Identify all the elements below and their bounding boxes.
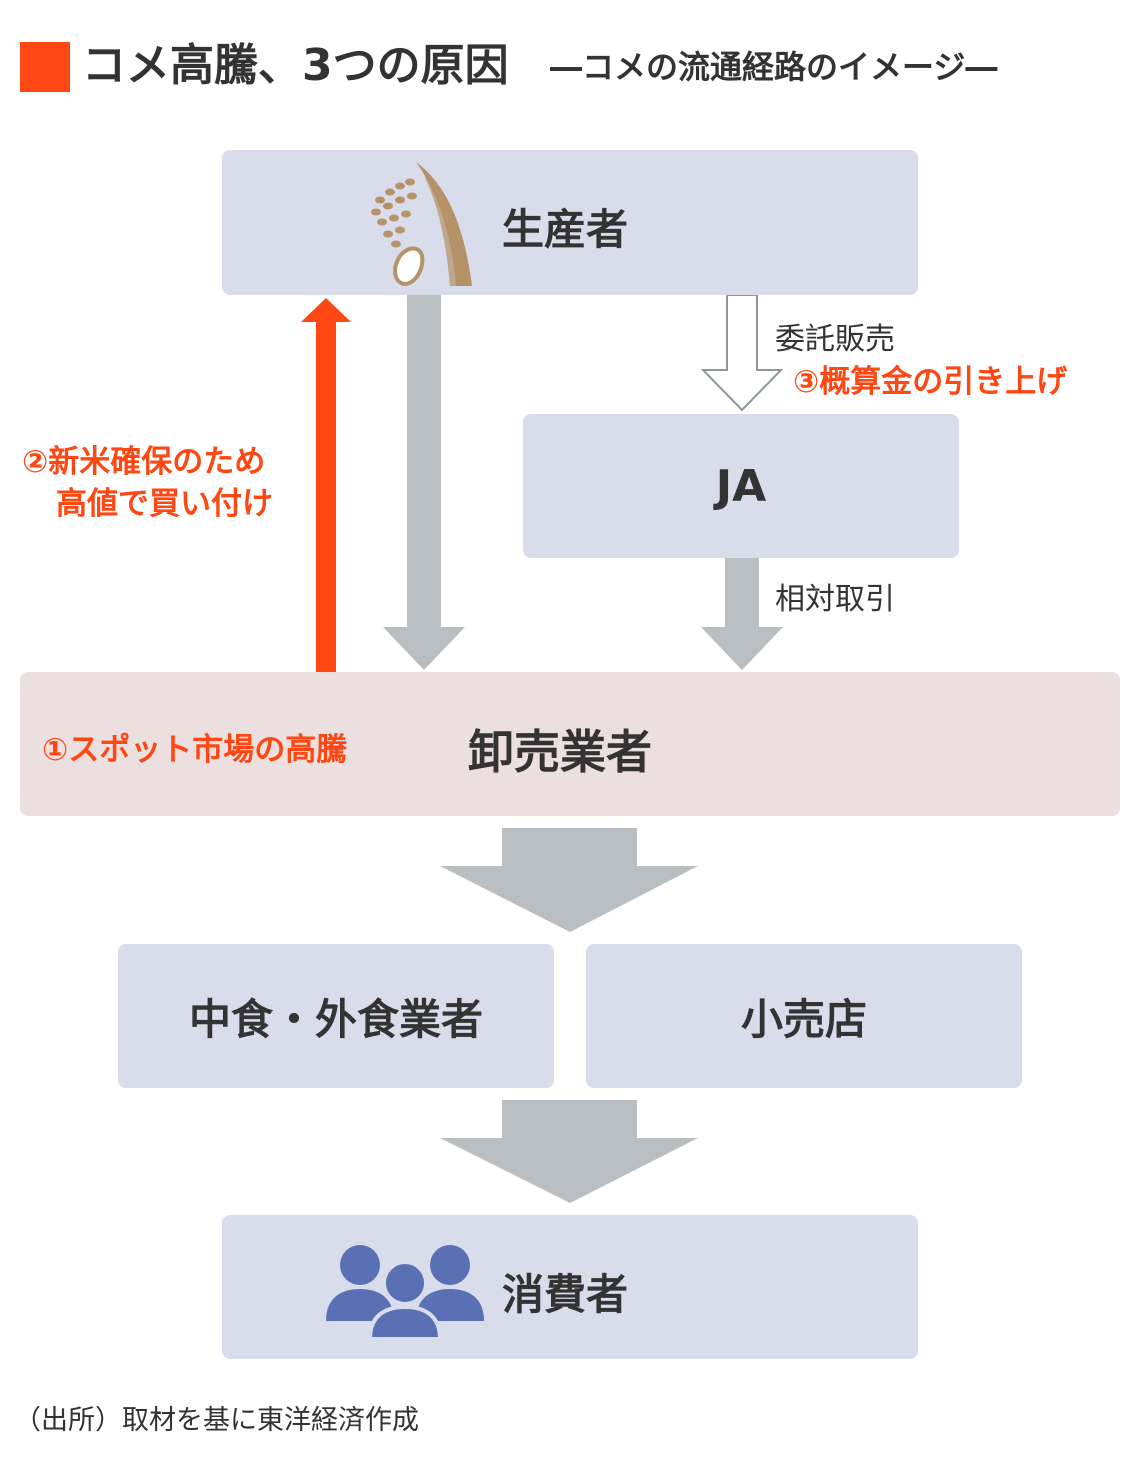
arrow-buyers-to-consumer <box>440 1100 698 1203</box>
title-accent-square <box>20 42 70 92</box>
cause-1-label: ①スポット市場の高騰 <box>42 732 348 768</box>
cause-3-label: ③概算金の引き上げ <box>793 364 1068 400</box>
ja-label: JA <box>715 460 767 512</box>
source-note: （出所）取材を基に東洋経済作成 <box>14 1405 419 1436</box>
arrow-ja-to-wholesaler <box>701 558 783 670</box>
retail-label: 小売店 <box>740 994 867 1044</box>
negotiated-trade-label: 相対取引 <box>775 582 895 617</box>
arrow-producer-to-wholesaler <box>383 295 465 670</box>
producer-label: 生産者 <box>502 205 629 254</box>
consumer-box: 消費者 <box>222 1215 918 1359</box>
arrow-producer-to-ja <box>700 294 784 412</box>
page-subtitle: ―コメの流通経路のイメージ― <box>550 48 998 86</box>
page-title: コメ高騰、3つの原因 <box>82 40 509 91</box>
consignment-label: 委託販売 <box>775 322 895 357</box>
wholesaler-box: ①スポット市場の高騰 卸売業者 <box>20 672 1120 816</box>
foodservice-label: 中食・外食業者 <box>188 994 483 1044</box>
arrow-wholesaler-to-buyers <box>440 828 698 932</box>
cause-2-line2: 高値で買い付け <box>56 486 273 522</box>
cause-2-line1: ②新米確保のため <box>22 444 266 480</box>
rice-plant-icon <box>371 162 472 287</box>
consumer-label: 消費者 <box>502 1270 629 1319</box>
ja-box: JA <box>523 414 959 558</box>
retail-box: 小売店 <box>586 944 1022 1088</box>
foodservice-box: 中食・外食業者 <box>118 944 554 1088</box>
arrow-wholesaler-to-producer <box>301 298 351 672</box>
wholesaler-label: 卸売業者 <box>468 725 652 779</box>
people-group-icon <box>326 1245 484 1339</box>
producer-box: 生産者 <box>222 150 918 295</box>
